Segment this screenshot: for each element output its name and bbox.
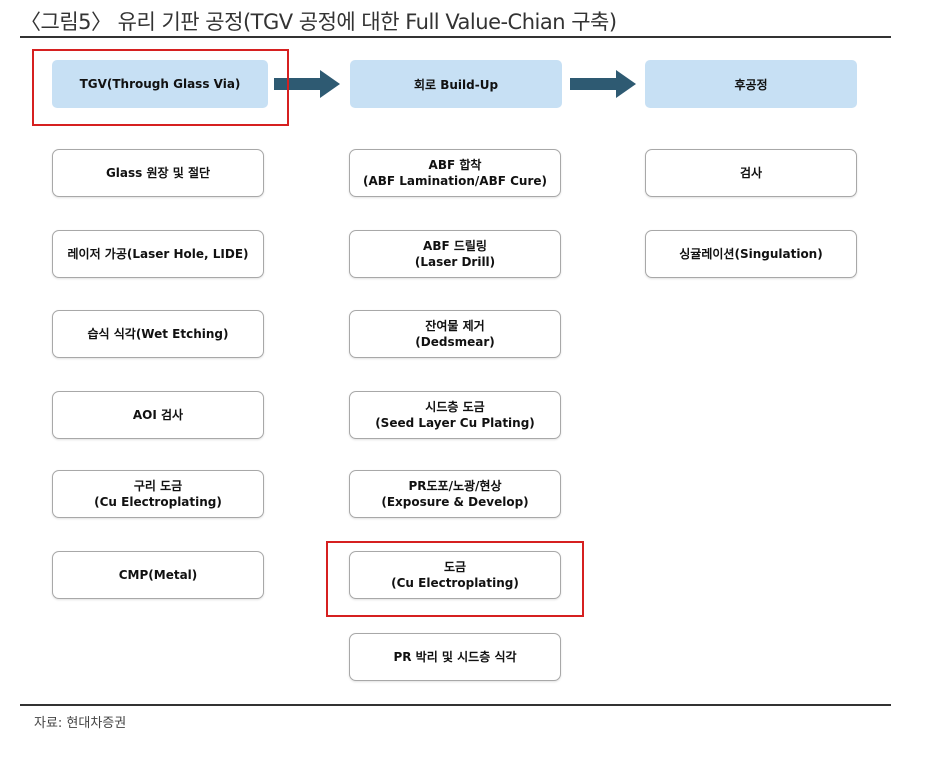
arrow-right-icon [570,70,636,98]
step-box: 시드층 도금 (Seed Layer Cu Plating) [349,391,561,439]
figure-title: 〈그림5〉 유리 기판 공정(TGV 공정에 대한 Full Value-Chi… [20,10,617,34]
step-line1: 잔여물 제거 [425,319,485,333]
step-box: 구리 도금 (Cu Electroplating) [52,470,264,518]
step-line2: (Cu Electroplating) [94,495,222,509]
highlight-frame-plating [326,541,584,617]
step-line1: PR 박리 및 시드층 식각 [393,650,517,664]
step-box: 레이저 가공(Laser Hole, LIDE) [52,230,264,278]
step-line2: (Seed Layer Cu Plating) [375,416,535,430]
step-line1: 습식 식각(Wet Etching) [87,327,229,341]
header-post-process: 후공정 [645,60,857,108]
bottom-rule [20,704,891,706]
header-build-up: 회로 Build-Up [350,60,562,108]
step-box: CMP(Metal) [52,551,264,599]
step-line1: 레이저 가공(Laser Hole, LIDE) [67,247,249,261]
step-line1: PR도포/노광/현상 [408,479,502,493]
step-line1: 검사 [739,166,763,180]
step-line1: ABF 드릴링 [423,239,487,253]
step-line2: (Exposure & Develop) [381,495,529,509]
step-box: ABF 드릴링 (Laser Drill) [349,230,561,278]
step-box: Glass 원장 및 절단 [52,149,264,197]
step-line1: 시드층 도금 [425,400,485,414]
step-line2: (ABF Lamination/ABF Cure) [362,174,547,188]
step-line1: Glass 원장 및 절단 [105,166,211,180]
step-box: 잔여물 제거 (Dedsmear) [349,310,561,358]
step-box: 습식 식각(Wet Etching) [52,310,264,358]
step-line1: 싱귤레이션(Singulation) [679,247,823,261]
step-box: 싱귤레이션(Singulation) [645,230,857,278]
step-line2: (Laser Drill) [414,255,496,269]
step-line1: CMP(Metal) [118,568,198,582]
top-rule [20,36,891,38]
step-box: AOI 검사 [52,391,264,439]
step-line1: ABF 합착 [428,158,482,172]
step-box: PR 박리 및 시드층 식각 [349,633,561,681]
source-note: 자료: 현대차증권 [34,716,127,731]
arrow-right-icon [274,70,340,98]
step-line2: (Cu Electroplating) [391,576,519,590]
header-tgv: TGV(Through Glass Via) [52,60,268,108]
step-line1: 구리 도금 [133,479,183,493]
step-box: 검사 [645,149,857,197]
step-line1: AOI 검사 [132,408,184,422]
step-line1: 도금 [443,560,467,574]
step-box: PR도포/노광/현상 (Exposure & Develop) [349,470,561,518]
step-box: ABF 합착 (ABF Lamination/ABF Cure) [349,149,561,197]
step-box: 도금 (Cu Electroplating) [349,551,561,599]
step-line2: (Dedsmear) [415,335,495,349]
highlight-frame-tgv [32,49,289,126]
